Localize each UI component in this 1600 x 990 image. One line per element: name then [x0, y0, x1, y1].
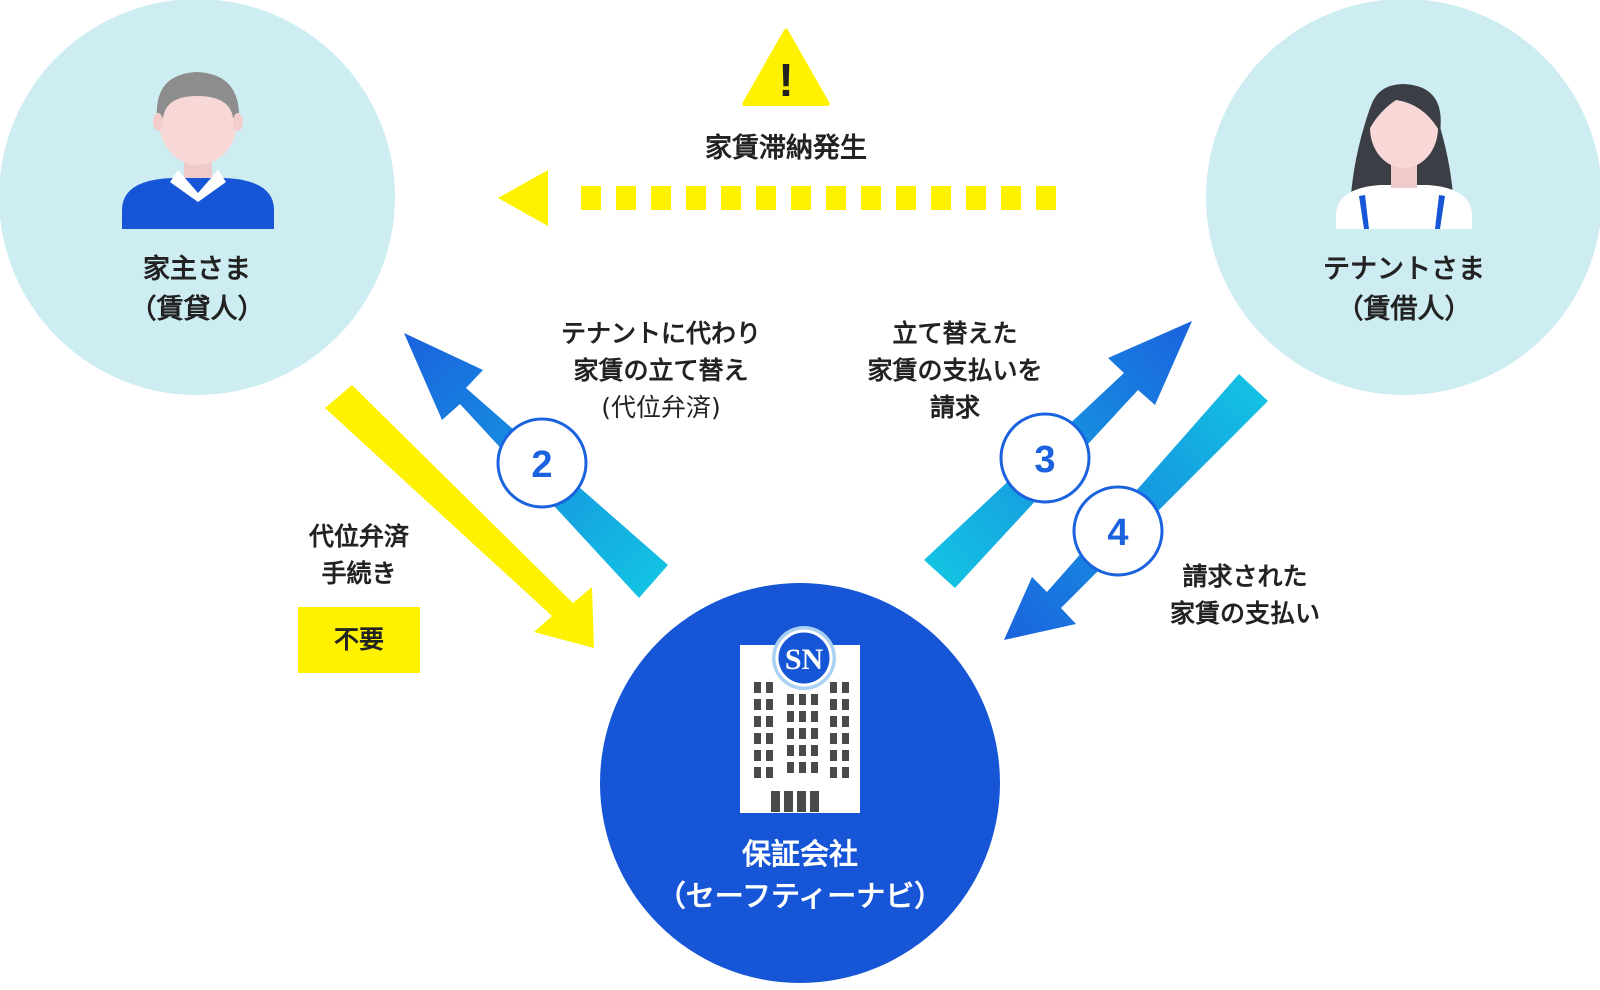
step2-note: (代位弁済) [601, 393, 721, 422]
company-building-icon: SN [740, 626, 860, 813]
step3-label: 立て替えた 家賃の支払いを 請求 [867, 319, 1043, 422]
step3-badge [999, 412, 1091, 504]
step4-number: 4 [1107, 512, 1128, 554]
tenant-role: （賃借人） [1336, 294, 1472, 325]
step4-badge [1072, 485, 1164, 577]
company-brand: （セーフティーナビ） [656, 879, 944, 913]
company-label: 保証会社 （セーフティーナビ） [640, 833, 960, 917]
step1-label: 代位弁済 手続き [308, 522, 409, 588]
step2-badge [496, 417, 588, 509]
tenant-avatar-icon [1336, 84, 1472, 229]
tenant-name: テナントさま [1323, 254, 1485, 285]
landlord-name: 家主さま [143, 254, 251, 285]
company-name: 保証会社 [741, 837, 858, 871]
company-logo-text: SN [785, 643, 824, 676]
overdue-label: 家賃滞納発生 [705, 133, 867, 164]
tenant-label: テナントさま （賃借人） [1284, 250, 1524, 330]
landlord-role: （賃貸人） [129, 294, 265, 325]
landlord-label: 家主さま （賃貸人） [97, 250, 297, 330]
overdue-dotted-arrow [498, 170, 1056, 226]
step1-arrow [325, 385, 594, 648]
warning-icon [742, 28, 830, 106]
step2-number: 2 [531, 444, 552, 486]
warning-exclamation-icon: ! [778, 54, 793, 106]
step4-label: 請求された 家賃の支払い [1169, 562, 1320, 628]
landlord-avatar-icon [122, 72, 274, 229]
not-required-badge: 不要 [298, 607, 420, 673]
step3-number: 3 [1034, 439, 1055, 481]
step2-label: テナントに代わり 家賃の立て替え (代位弁済) [536, 315, 786, 426]
